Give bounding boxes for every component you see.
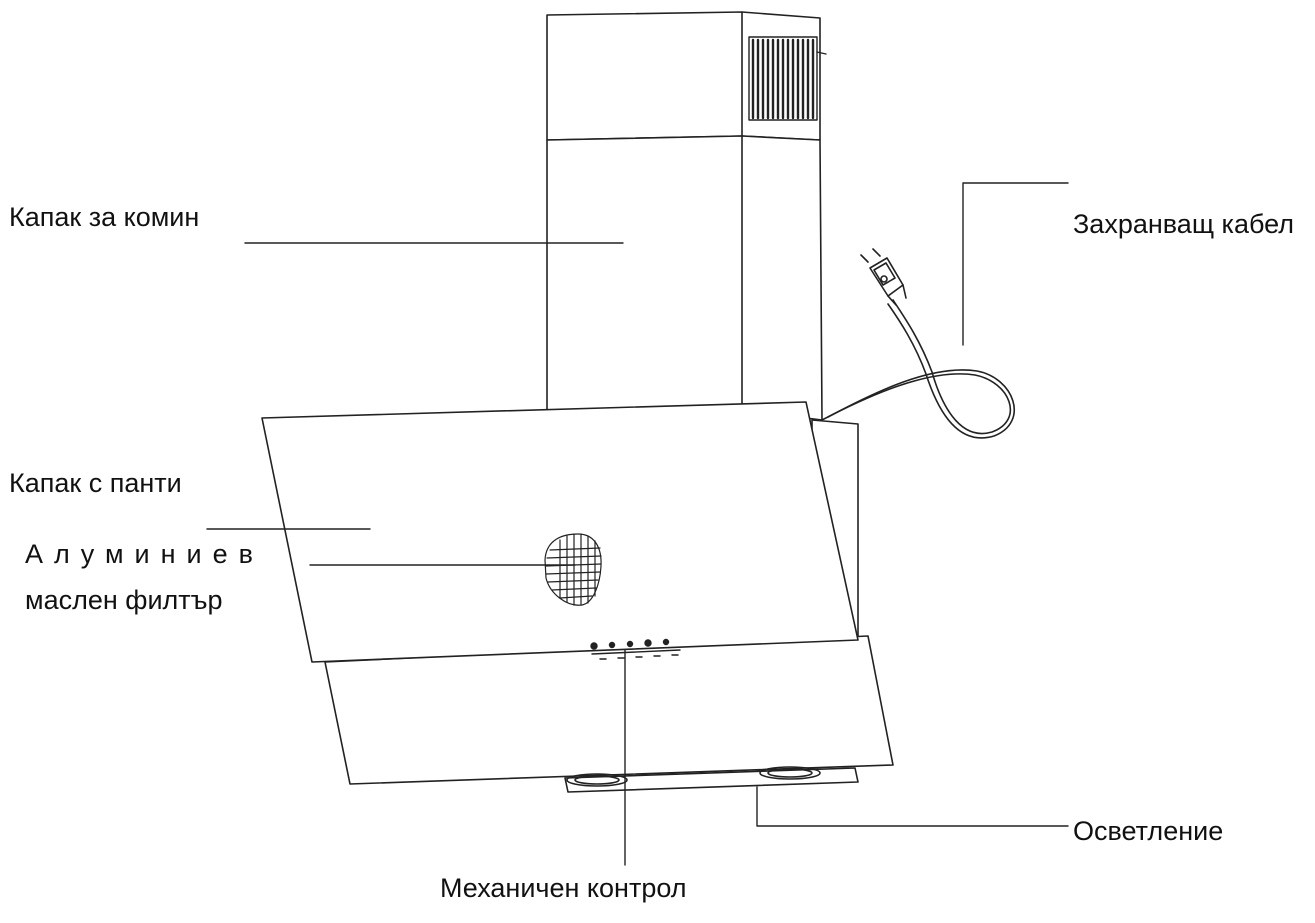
label-aluminium-filter-line1: Алуминиев	[25, 539, 264, 569]
bottom-frame	[564, 766, 859, 793]
plug-icon	[860, 248, 907, 306]
label-mechanical-control: Механичен контрол	[440, 873, 687, 903]
leader-light	[756, 786, 1069, 827]
leader-lines	[206, 182, 1069, 866]
vent-grille	[748, 36, 827, 121]
power-cable	[821, 299, 1015, 439]
label-lighting: Осветление	[1073, 816, 1224, 846]
label-chimney-cover: Капак за комин	[9, 202, 200, 232]
label-aluminium-filter-line2: маслен филтър	[25, 585, 223, 615]
label-power-cable: Захранващ кабел	[1073, 209, 1294, 239]
hinged-panel	[261, 401, 859, 663]
aluminium-filter	[544, 533, 602, 606]
leader-cable	[962, 182, 1069, 346]
control-buttons	[590, 638, 681, 660]
label-hinged-cover: Капак с панти	[9, 468, 182, 498]
chimney-lower-section	[546, 135, 823, 421]
